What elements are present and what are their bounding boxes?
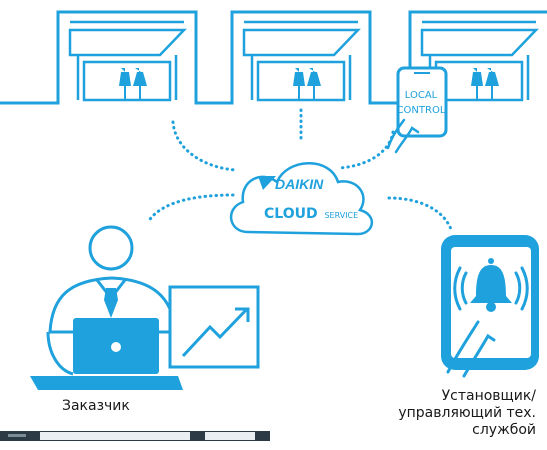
installer-line-2: управляющий тех. — [398, 405, 536, 421]
mini-dashboard-strip — [0, 431, 270, 441]
cloud-service-sub: SERVICE — [324, 211, 358, 220]
hand-icon — [386, 118, 420, 154]
mannequin-icon — [471, 68, 499, 100]
local-control-text-2: CONTROL — [397, 105, 446, 116]
installer-line-1: Установщик/ — [441, 388, 536, 404]
local-control-text-1: LOCAL — [405, 90, 438, 101]
cloud-icon — [230, 162, 373, 236]
hand-icon — [446, 320, 496, 378]
chart-icon — [168, 285, 260, 369]
bell-icon — [453, 258, 529, 312]
tablet-icon — [396, 66, 448, 138]
shop-2 — [242, 20, 361, 102]
cloud-service-title: CLOUD SERVICE — [264, 206, 358, 222]
daikin-wordmark: DAIKIN — [275, 176, 324, 192]
installer-line-3: службой — [472, 422, 536, 438]
daikin-logo: DAIKIN — [258, 176, 324, 192]
laptop-icon — [30, 318, 183, 390]
shop-1 — [68, 20, 187, 102]
awning-icon — [68, 28, 187, 57]
mannequin-icon — [119, 68, 147, 100]
shop-row-line — [0, 10, 547, 105]
installer-label: Установщик/ управляющий тех. службой — [396, 388, 536, 439]
mannequin-icon — [293, 68, 321, 100]
customer-label: Заказчик — [62, 398, 130, 414]
connector-lines — [146, 108, 454, 234]
user-icon — [48, 225, 178, 334]
